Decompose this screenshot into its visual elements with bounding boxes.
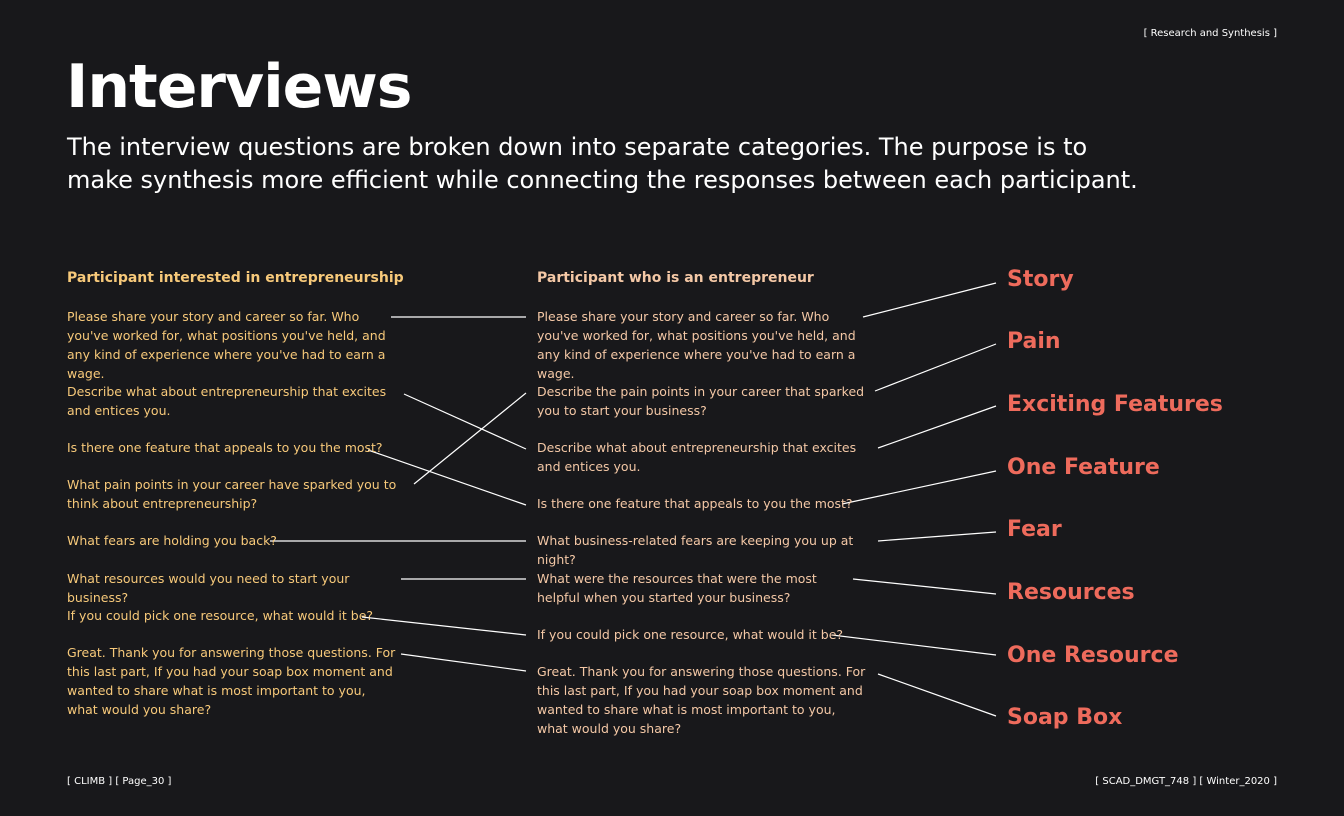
category-resources: Resources — [1007, 580, 1135, 605]
connector-oneresource-left — [361, 616, 527, 636]
left-question-story: Please share your story and career so fa… — [67, 309, 386, 381]
footer-left: [ CLIMB ] [ Page_30 ] — [67, 776, 172, 787]
category-one-feature: One Feature — [1007, 455, 1160, 480]
left-column-heading: Participant interested in entrepreneursh… — [67, 270, 404, 286]
left-question-feature: Is there one feature that appeals to you… — [67, 440, 383, 455]
left-question-soapbox: Great. Thank you for answering those que… — [67, 645, 396, 717]
category-story: Story — [1007, 267, 1074, 292]
right-question-pain: Describe the pain points in your career … — [537, 384, 865, 418]
footer-right: [ SCAD_DMGT_748 ] [ Winter_2020 ] — [1095, 776, 1277, 787]
right-question-resources: What were the resources that were the mo… — [537, 571, 817, 605]
connector-resources-right — [852, 578, 997, 595]
connector-soapbox-left — [400, 653, 527, 672]
connector-feature-left — [367, 449, 527, 506]
intro-line-2: make synthesis more efficient while conn… — [67, 166, 1138, 194]
right-question-fear: What business-related fears are keeping … — [537, 533, 854, 567]
right-question-feature: Is there one feature that appeals to you… — [537, 496, 853, 511]
connector-soapbox-right — [877, 673, 997, 717]
connector-fear-right — [877, 531, 997, 542]
connector-oneresource-right — [831, 634, 997, 656]
category-soap-box: Soap Box — [1007, 705, 1123, 730]
right-column-heading: Participant who is an entrepreneur — [537, 270, 814, 286]
connector-feature-right — [841, 470, 997, 505]
category-one-resource: One Resource — [1007, 643, 1179, 668]
right-question-story: Please share your story and career so fa… — [537, 309, 856, 381]
page-title: Interviews — [66, 52, 413, 122]
connector-excite-right — [877, 405, 997, 449]
left-question-excite: Describe what about entrepreneurship tha… — [67, 384, 387, 418]
left-question-resources: What resources would you need to start y… — [67, 571, 350, 605]
category-fear: Fear — [1007, 517, 1062, 542]
left-question-fear: What fears are holding you back? — [67, 533, 277, 548]
connector-pain-right — [874, 343, 997, 392]
category-exciting-features: Exciting Features — [1007, 392, 1223, 417]
connector-story-right — [862, 282, 997, 318]
section-tag: [ Research and Synthesis ] — [1143, 28, 1277, 39]
intro-text: The interview questions are broken down … — [67, 131, 1147, 197]
left-question-pain: What pain points in your career have spa… — [67, 477, 397, 511]
left-question-one-resource: If you could pick one resource, what wou… — [67, 608, 374, 623]
right-question-one-resource: If you could pick one resource, what wou… — [537, 627, 844, 642]
right-question-soapbox: Great. Thank you for answering those que… — [537, 664, 866, 736]
connector-excite-left — [403, 393, 527, 450]
category-pain: Pain — [1007, 329, 1061, 354]
connector-pain-left — [413, 392, 527, 485]
intro-line-1: The interview questions are broken down … — [67, 133, 1088, 161]
right-question-excite: Describe what about entrepreneurship tha… — [537, 440, 857, 474]
